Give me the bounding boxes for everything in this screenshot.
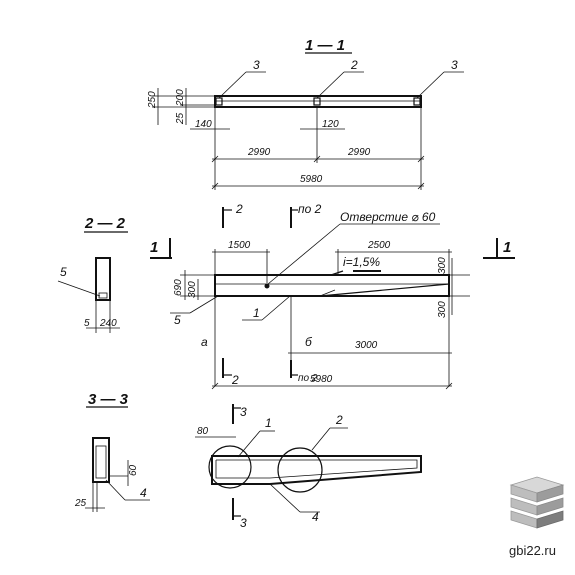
detail-circle-2: [277, 447, 323, 493]
watermark-text: gbi22.ru: [509, 543, 556, 558]
marker-1-left: 1: [150, 239, 158, 256]
dim-300-right-top: 300: [437, 257, 448, 274]
slope-label: i=1,5%: [343, 255, 380, 269]
callout-3-right: 3: [451, 58, 458, 72]
marker-2-bottom: 2: [231, 373, 239, 387]
dim-25-top: 25: [175, 112, 186, 125]
cross-section-3-3: [92, 437, 110, 483]
marker-3-bottom: 3: [240, 516, 247, 530]
embedded-plate-left: [215, 97, 223, 106]
section-2-2-title: 2 — 2: [84, 215, 126, 232]
marker-po2-top: по 2: [298, 202, 322, 216]
hole-60: [264, 283, 270, 289]
dim-1500: 1500: [228, 240, 251, 251]
dim-25-bottom: 25: [74, 498, 87, 509]
dim-5980-top: 5980: [300, 174, 323, 185]
main-elevation-view: 1 1 2 по 2 Отверстие ⌀ 60 i=1,5% 1500 25…: [150, 202, 515, 390]
callout-4-plan: 4: [312, 510, 319, 524]
hole-note: Отверстие ⌀ 60: [340, 210, 436, 224]
callout-5-section: 5: [60, 265, 67, 279]
callout-2-top: 2: [350, 58, 358, 72]
dim-690: 690: [173, 279, 184, 296]
dim-80: 80: [197, 426, 209, 437]
embedded-plate-right: [413, 97, 421, 106]
plan-outline: [211, 455, 422, 485]
dim-200: 200: [175, 89, 186, 107]
callout-3-left: 3: [253, 58, 260, 72]
section-1-1-title: 1 — 1: [305, 37, 345, 54]
callout-1-main: 1: [253, 306, 260, 320]
beam-elevation: [214, 95, 422, 108]
dim-60: 60: [128, 464, 139, 476]
section-2-2-view: 2 — 2 5 5 240: [57, 215, 128, 333]
marker-2-top: 2: [235, 202, 243, 216]
detail-circle-1: [208, 445, 252, 489]
embedded-plate-middle: [313, 97, 321, 106]
dim-300-right-bottom: 300: [437, 301, 448, 318]
dim-3000: 3000: [355, 340, 378, 351]
dim-2990-right: 2990: [347, 147, 371, 158]
callout-4-section: 4: [140, 486, 147, 500]
dim-5980-bottom: 5980: [310, 374, 333, 385]
callout-1-plan: 1: [265, 416, 272, 430]
watermark-logo-icon: [509, 476, 565, 529]
label-a: а: [201, 335, 208, 349]
marker-1-right: 1: [503, 239, 511, 256]
marker-3-top: 3: [240, 405, 247, 419]
dim-250: 250: [147, 91, 158, 109]
dim-2990-left: 2990: [247, 147, 271, 158]
dim-120: 120: [322, 119, 339, 130]
dim-5: 5: [84, 318, 90, 329]
section-3-3-title: 3 — 3: [88, 391, 129, 408]
section-3-3-view: 3 — 3 60 4 25: [74, 391, 150, 512]
dim-300-left: 300: [187, 281, 198, 298]
marker-po2-bottom: по 2: [298, 373, 318, 384]
label-b: б: [305, 335, 313, 349]
plan-view: 3 80 1 2 4 3: [195, 404, 422, 530]
beam-plan-outline: [214, 274, 450, 297]
dim-140: 140: [195, 119, 212, 130]
cross-section-2-2: [95, 257, 111, 301]
dim-240: 240: [99, 318, 117, 329]
callout-5-main: 5: [174, 313, 181, 327]
dim-2500: 2500: [367, 240, 391, 251]
callout-2-plan: 2: [335, 413, 343, 427]
section-1-1-view: 1 — 1 3 2 3 250 200 25 140 120: [147, 37, 464, 190]
